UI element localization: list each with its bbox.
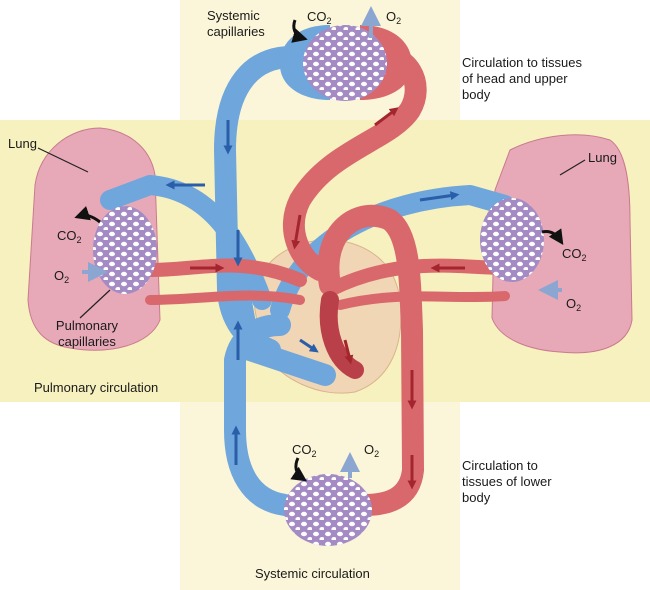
leader-pulmonary-capillaries bbox=[79, 289, 111, 319]
vena-cava-main bbox=[221, 244, 336, 386]
label-systemic-circulation: Systemic circulation bbox=[255, 566, 370, 581]
label-pulmonary-capillaries: Pulmonary capillaries bbox=[55, 318, 119, 349]
capillary-lower-body bbox=[284, 474, 372, 546]
label-pulmonary-circulation: Pulmonary circulation bbox=[34, 380, 159, 395]
arrow-co2-left bbox=[74, 206, 101, 224]
leader-lung-left bbox=[37, 147, 89, 173]
gas-co2-left: CO2 bbox=[57, 228, 82, 245]
left-ventricle bbox=[319, 291, 364, 379]
gas-o2-left: O2 bbox=[54, 268, 70, 285]
aorta-arch bbox=[317, 204, 424, 516]
gas-o2-lower: O2 bbox=[364, 442, 380, 459]
label-systemic-capillaries: Systemic capillaries bbox=[207, 8, 265, 39]
capillary-right-lung bbox=[480, 198, 544, 282]
arrow-co2-head bbox=[291, 19, 308, 43]
pulmonary-vein-left-2 bbox=[145, 290, 305, 305]
gas-co2-right: CO2 bbox=[562, 246, 587, 263]
capillary-head bbox=[303, 25, 387, 101]
pulmonary-artery-left bbox=[100, 175, 272, 310]
label-lung-right: Lung bbox=[588, 150, 617, 165]
label-head-circulation: Circulation to tissues of head and upper… bbox=[462, 55, 582, 102]
leader-lung-right bbox=[559, 159, 586, 176]
gas-co2-lower: CO2 bbox=[292, 442, 317, 459]
arrow-co2-right bbox=[541, 228, 564, 245]
gas-o2-right: O2 bbox=[566, 296, 582, 313]
gas-co2-head: CO2 bbox=[307, 9, 332, 26]
arrow-co2-lower bbox=[290, 457, 307, 482]
capillary-left-lung bbox=[93, 206, 157, 294]
label-lower-circulation: Circulation to tissues of lower body bbox=[462, 458, 552, 505]
gas-o2-head: O2 bbox=[386, 9, 402, 26]
pulmonary-vein-right-2 bbox=[335, 291, 510, 310]
label-lung-left: Lung bbox=[8, 136, 37, 151]
